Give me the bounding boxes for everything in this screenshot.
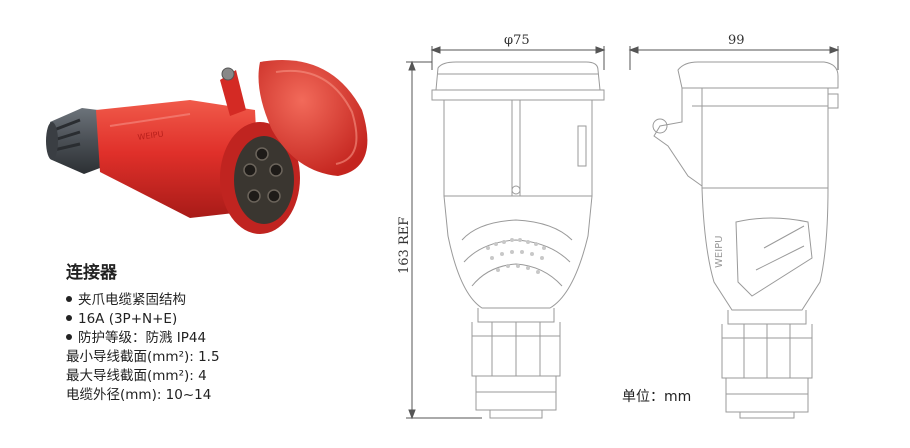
technical-drawing: WEIPU: [397, 33, 840, 420]
diameter-label: φ75: [504, 33, 530, 48]
side-view: WEIPU: [652, 61, 839, 419]
front-grip-pattern: [486, 238, 546, 274]
cable-gland: [46, 108, 100, 174]
width-label: 99: [728, 33, 745, 48]
spec-item: 夹爪电缆紧固结构: [66, 291, 366, 310]
height-label: 163 REF: [397, 217, 412, 274]
spec-item-text: 最小导线截面(mm²): 1.5: [66, 349, 220, 365]
spec-list: 夹爪电缆紧固结构 16A (3P+N+E) 防护等级：防溅 IP44 最小导线截面(m…: [66, 291, 366, 405]
hinged-lid: [220, 60, 368, 176]
bullet-icon: [66, 315, 72, 321]
svg-text:WEIPU: WEIPU: [714, 235, 725, 268]
spec-item-text: 最大导线截面(mm²): 4: [66, 368, 207, 384]
spec-item: 防护等级：防溅 IP44: [66, 329, 366, 348]
spec-item-text: 夹爪电缆紧固结构: [78, 292, 186, 308]
svg-text:WEIPU: WEIPU: [137, 129, 164, 142]
spec-item-text: 电缆外径(mm): 10~14: [66, 387, 212, 403]
front-view: [431, 61, 605, 419]
spec-item: 16A (3P+N+E): [66, 310, 366, 329]
spec-item-text: 防护等级：防溅 IP44: [78, 330, 207, 346]
spec-item: 电缆外径(mm): 10~14: [66, 386, 366, 405]
connector-body: WEIPU: [96, 100, 260, 218]
product-title: 连接器: [66, 263, 117, 283]
bullet-icon: [66, 296, 72, 302]
spec-item: 最小导线截面(mm²): 1.5: [66, 348, 366, 367]
product-photo: WEIPU: [46, 60, 368, 234]
socket-face: [220, 122, 300, 234]
bullet-icon: [66, 334, 72, 340]
spec-item-text: 16A (3P+N+E): [78, 311, 178, 327]
spec-item: 最大导线截面(mm²): 4: [66, 367, 366, 386]
dimension-lines: [406, 46, 840, 420]
spec-block: 连接器 夹爪电缆紧固结构 16A (3P+N+E) 防护等级：防溅 IP44 最小导线…: [66, 258, 366, 405]
unit-label: 单位：mm: [622, 389, 692, 405]
